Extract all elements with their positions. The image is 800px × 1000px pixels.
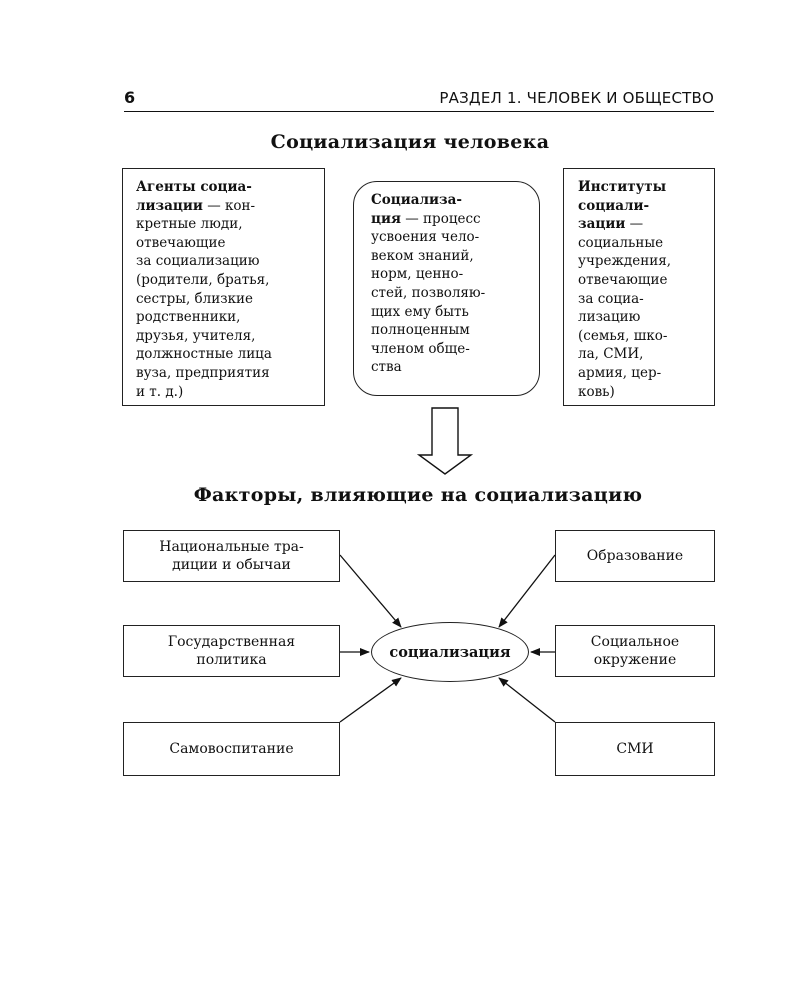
factor-label: Национальные тра- диции и обычаи bbox=[159, 539, 304, 573]
definition-text: — процесс усвоения чело- веком знаний, н… bbox=[371, 210, 486, 376]
header-rule bbox=[124, 111, 714, 112]
factor-education: Образование bbox=[555, 530, 715, 582]
socialization-definition-box: Социализа- ция — процесс усвоения чело- … bbox=[353, 181, 540, 396]
institutes-term: Институты социали- зации bbox=[578, 179, 667, 233]
factor-social-environment: Социальное окружение bbox=[555, 625, 715, 677]
institutes-text: — социальные учреждения, отвечающие за с… bbox=[578, 216, 672, 400]
factor-label: Социальное окружение bbox=[590, 634, 680, 668]
arrow-traditions bbox=[339, 554, 402, 628]
agents-text: — кон- кретные люди, отвечающие за социа… bbox=[136, 197, 272, 400]
running-head: РАЗДЕЛ 1. ЧЕЛОВЕК И ОБЩЕСТВО bbox=[439, 89, 714, 107]
definition-term: Социализа- ция bbox=[371, 192, 462, 227]
arrow-education bbox=[498, 554, 556, 628]
section-title-socialization: Социализация человека bbox=[270, 131, 550, 153]
arrow-selfeducation bbox=[339, 677, 402, 723]
section-title-factors: Факторы, влияющие на социализацию bbox=[193, 484, 643, 506]
factor-state-policy: Государственная политика bbox=[123, 625, 340, 677]
down-arrow-icon bbox=[416, 407, 474, 475]
factor-self-education: Самовоспитание bbox=[123, 722, 340, 776]
agents-of-socialization-box: Агенты социа- лизации — кон- кретные люд… bbox=[122, 168, 325, 406]
agents-term: Агенты социа- лизации bbox=[136, 179, 252, 214]
factor-label: Государственная политика bbox=[167, 634, 296, 668]
factor-label: СМИ bbox=[616, 741, 654, 757]
factor-label: Образование bbox=[586, 548, 684, 564]
factor-national-traditions: Национальные тра- диции и обычаи bbox=[123, 530, 340, 582]
center-label: социализация bbox=[389, 643, 511, 661]
factor-label: Самовоспитание bbox=[169, 741, 294, 757]
factor-mass-media: СМИ bbox=[555, 722, 715, 776]
arrow-media bbox=[498, 677, 556, 723]
page-number: 6 bbox=[124, 88, 136, 107]
institutes-of-socialization-box: Институты социали- зации — социальные уч… bbox=[563, 168, 715, 406]
socialization-center-ellipse: социализация bbox=[371, 622, 529, 682]
